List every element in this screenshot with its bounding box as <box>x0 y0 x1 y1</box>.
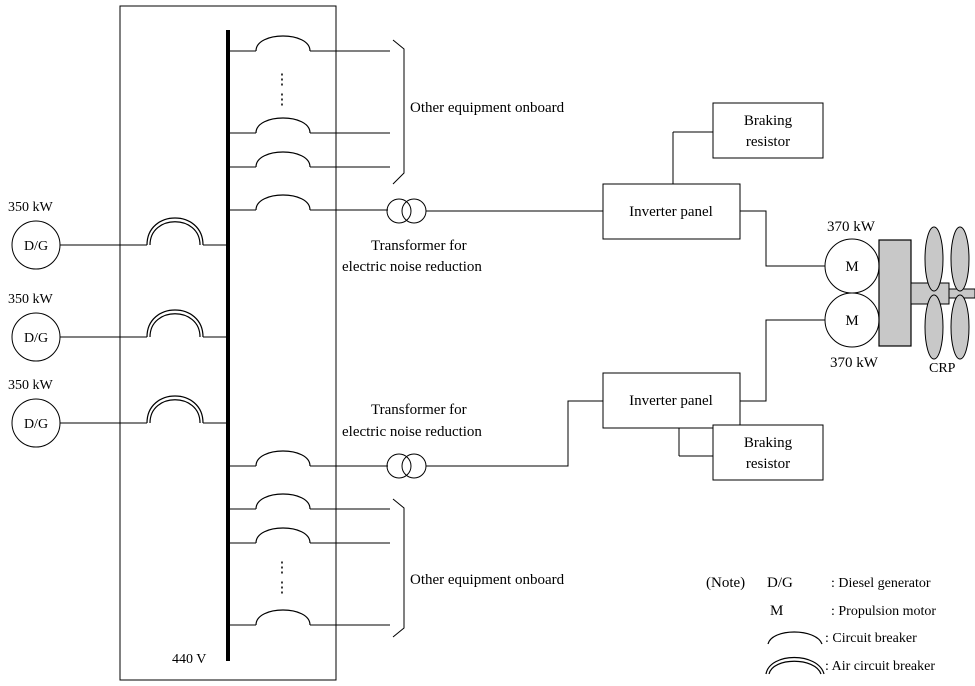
generator-1-rating: 350 kW <box>8 200 54 215</box>
ellipsis-top: ⋮ <box>275 72 290 88</box>
bracket-top <box>392 39 405 185</box>
note-desc-acb: : Air circuit breaker <box>825 659 935 674</box>
transformer-bottom-icon <box>386 453 427 479</box>
inverter-panel-bottom <box>602 372 741 429</box>
propulsion-feeder-bottom: Transformer for electric noise reduction… <box>228 319 825 481</box>
note-desc-m: : Propulsion motor <box>831 604 936 619</box>
circuit-breaker <box>255 151 311 168</box>
bus-voltage-label: 440 V <box>172 652 206 667</box>
feeder-top-3 <box>228 151 390 168</box>
switchboard-panel <box>119 5 337 681</box>
circuit-breaker <box>255 450 311 467</box>
other-equipment-top-label: Other equipment onboard <box>410 100 565 116</box>
crp-label: CRP <box>929 361 956 376</box>
motor-top-label: M <box>845 259 858 275</box>
inverter-panel-top <box>602 183 741 240</box>
contra-rotating-propeller <box>924 226 970 360</box>
generator-3-rating: 350 kW <box>8 378 54 393</box>
inverter-panel-top-label: Inverter panel <box>629 204 713 220</box>
ellipsis-top-2: ⋮ <box>275 92 290 108</box>
braking-resistor-bottom <box>712 424 824 481</box>
feeder-top-1 <box>228 35 390 52</box>
circuit-breaker <box>255 117 311 134</box>
circuit-breaker <box>255 493 311 510</box>
bottom-feeders: ⋮ ⋮ Other equipment onboard <box>228 493 565 638</box>
generator-2-label: D/G <box>24 331 48 346</box>
circuit-breaker <box>255 609 311 626</box>
legend-air-circuit-breaker-icon-inner <box>768 660 822 675</box>
feeder-bottom-3 <box>228 609 390 626</box>
air-circuit-breaker-3 <box>146 395 204 424</box>
note-heading: (Note) <box>706 575 745 591</box>
motor-bottom-rating: 370 kW <box>830 355 879 371</box>
generator-2-rating: 350 kW <box>8 292 54 307</box>
feeder-bottom-1 <box>228 493 390 510</box>
transformer-top-label-2: electric noise reduction <box>342 259 482 275</box>
braking-resistor-top <box>712 102 824 159</box>
feeder-bottom-2 <box>228 527 390 544</box>
transformer-bottom-label-2: electric noise reduction <box>342 424 482 440</box>
transformer-top-icon <box>386 198 427 224</box>
braking-resistor-top-line2: resistor <box>746 134 790 150</box>
propulsion-feeder-top: Transformer for electric noise reduction… <box>228 102 825 275</box>
generator-1: 350 kW D/G <box>8 200 228 270</box>
legend-air-circuit-breaker-icon <box>765 656 825 675</box>
air-circuit-breaker-2 <box>146 309 204 338</box>
circuit-breaker <box>255 194 311 211</box>
air-circuit-breaker-1-inner <box>149 221 201 246</box>
legend: (Note) D/G : Diesel generator M : Propul… <box>706 575 936 675</box>
note-symbol-dg: D/G <box>767 575 793 591</box>
motor-bottom-label: M <box>845 313 858 329</box>
ellipsis-bottom-2: ⋮ <box>275 580 290 596</box>
air-circuit-breaker-2-inner <box>149 313 201 338</box>
other-equipment-bottom-label: Other equipment onboard <box>410 572 565 588</box>
braking-resistor-top-line1: Braking <box>744 113 793 129</box>
feeder-top-2 <box>228 117 390 134</box>
transformer-bottom-label-1: Transformer for <box>371 402 467 418</box>
note-symbol-m: M <box>770 603 783 619</box>
braking-resistor-bottom-line1: Braking <box>744 435 793 451</box>
braking-resistor-bottom-line2: resistor <box>746 456 790 472</box>
generator-1-label: D/G <box>24 239 48 254</box>
generator-3-label: D/G <box>24 417 48 432</box>
generator-3: 350 kW D/G <box>8 378 228 448</box>
top-feeders: ⋮ ⋮ Other equipment onboard <box>228 35 565 185</box>
air-circuit-breaker-1 <box>146 217 204 246</box>
note-desc-dg: : Diesel generator <box>831 576 931 591</box>
circuit-breaker <box>255 527 311 544</box>
inverter-panel-bottom-label: Inverter panel <box>629 393 713 409</box>
legend-circuit-breaker-icon <box>767 631 823 645</box>
transformer-top-label-1: Transformer for <box>371 238 467 254</box>
ellipsis-bottom: ⋮ <box>275 560 290 576</box>
gearbox <box>878 239 912 347</box>
bracket-bottom <box>392 498 405 638</box>
air-circuit-breaker-3-inner <box>149 399 201 424</box>
motor-top-rating: 370 kW <box>827 219 876 235</box>
circuit-breaker <box>255 35 311 52</box>
generator-2: 350 kW D/G <box>8 292 228 362</box>
note-desc-cb: : Circuit breaker <box>825 631 917 646</box>
